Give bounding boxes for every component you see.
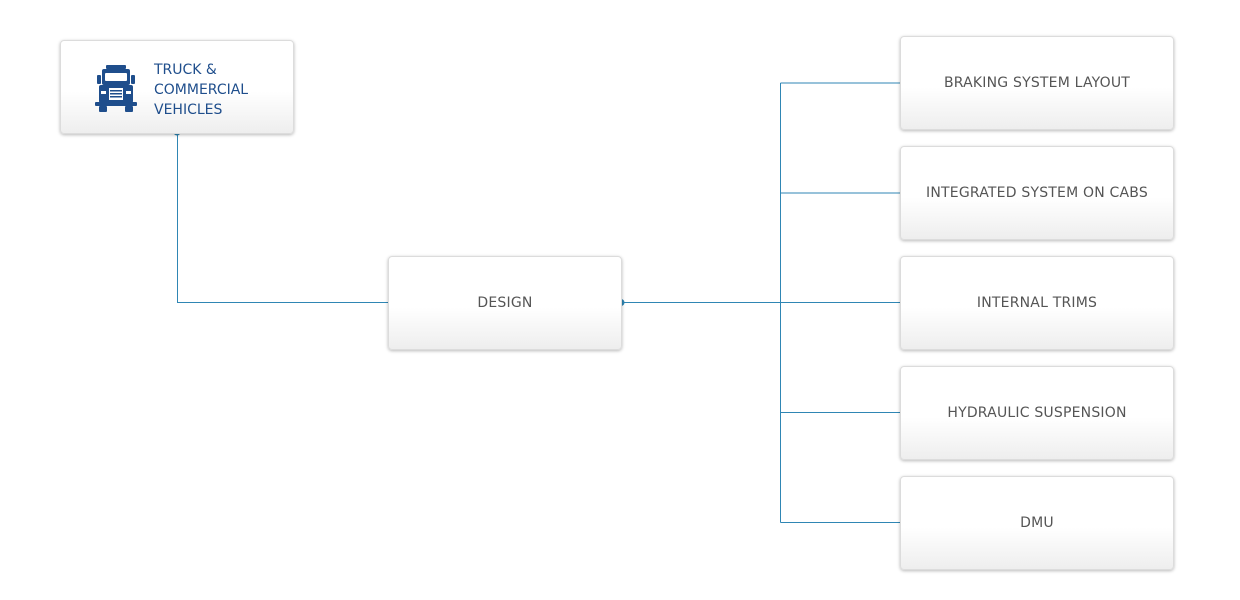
root-node-label: TRUCK & COMMERCIAL VEHICLES bbox=[154, 60, 284, 120]
design-node[interactable]: DESIGN bbox=[388, 256, 622, 350]
child-node-dmu[interactable]: DMU bbox=[900, 476, 1174, 570]
design-to-children-trunk bbox=[621, 83, 781, 523]
child-node-internal-trims[interactable]: INTERNAL TRIMS bbox=[900, 256, 1174, 350]
root-node-truck[interactable]: TRUCK & COMMERCIAL VEHICLES bbox=[60, 40, 294, 134]
root-label-line-2: COMMERCIAL bbox=[154, 82, 249, 98]
child-node-integrated-system-on-cabs[interactable]: INTEGRATED SYSTEM ON CABS bbox=[900, 146, 1174, 240]
child-node-label: HYDRAULIC SUSPENSION bbox=[947, 405, 1127, 421]
child-node-label: INTERNAL TRIMS bbox=[976, 295, 1098, 311]
child-node-label: BRAKING SYSTEM LAYOUT bbox=[943, 75, 1131, 91]
root-label-line-1: TRUCK & bbox=[154, 62, 217, 78]
child-node-braking-system-layout[interactable]: BRAKING SYSTEM LAYOUT bbox=[900, 36, 1174, 130]
child-node-label: INTEGRATED SYSTEM ON CABS bbox=[926, 185, 1148, 201]
design-node-label: DESIGN bbox=[477, 295, 533, 311]
child-node-hydraulic-suspension[interactable]: HYDRAULIC SUSPENSION bbox=[900, 366, 1174, 460]
root-to-design-connector bbox=[177, 133, 392, 303]
truck-icon bbox=[95, 65, 137, 112]
root-label-line-3: VEHICLES bbox=[154, 102, 223, 118]
child-node-label: DMU bbox=[1020, 515, 1054, 531]
